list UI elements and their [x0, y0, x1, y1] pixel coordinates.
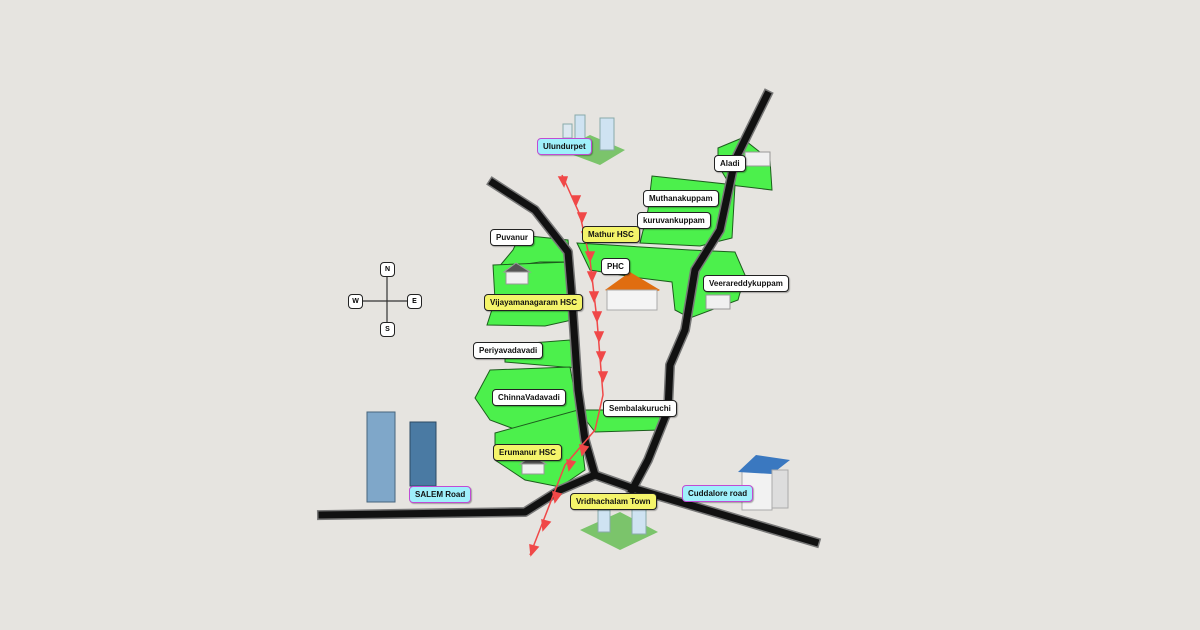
- label-veerareddykuppam[interactable]: Veerareddykuppam: [703, 275, 789, 292]
- compass-north: N: [380, 262, 395, 277]
- label-mathur-hsc[interactable]: Mathur HSC: [582, 226, 640, 243]
- label-ulundurpet[interactable]: Ulundurpet: [537, 138, 592, 155]
- roads: [316, 88, 822, 549]
- small-house-icons: [502, 151, 771, 475]
- label-cuddalore-road[interactable]: Cuddalore road: [682, 485, 754, 502]
- label-phc[interactable]: PHC: [601, 258, 630, 275]
- cuddalore-house-icon: [738, 455, 790, 511]
- buildings: [366, 114, 790, 550]
- label-erumanur-hsc[interactable]: Erumanur HSC: [493, 444, 562, 461]
- vridhachalam-city-icon: [580, 507, 658, 550]
- road-aladi: [627, 90, 772, 495]
- compass-west: W: [348, 294, 363, 309]
- label-puvanur[interactable]: Puvanur: [490, 229, 535, 246]
- label-aladi[interactable]: Aladi: [714, 155, 746, 172]
- compass-east: E: [407, 294, 422, 309]
- salem-towers-icon: [366, 411, 437, 503]
- road-salem: [318, 178, 599, 519]
- label-vijayamanagaram-hsc[interactable]: Vijayamanagaram HSC: [484, 294, 584, 311]
- compass-south: S: [380, 322, 395, 337]
- phc-hospital-icon: [605, 272, 660, 311]
- label-salem-road[interactable]: SALEM Road: [409, 486, 472, 503]
- label-sembalakuruchi[interactable]: Sembalakuruchi: [603, 400, 677, 417]
- label-muthanakuppam[interactable]: Muthanakuppam: [643, 190, 719, 207]
- region-puvanur: [496, 234, 571, 269]
- label-vridhachalam-town[interactable]: Vridhachalam Town: [570, 493, 657, 510]
- compass-lines: [362, 275, 412, 325]
- label-kuruvankuppam[interactable]: kuruvankuppam: [637, 212, 711, 229]
- label-periyavadavadi[interactable]: Periyavadavadi: [473, 342, 544, 359]
- label-chinnavadavadi[interactable]: ChinnaVadavadi: [492, 389, 566, 406]
